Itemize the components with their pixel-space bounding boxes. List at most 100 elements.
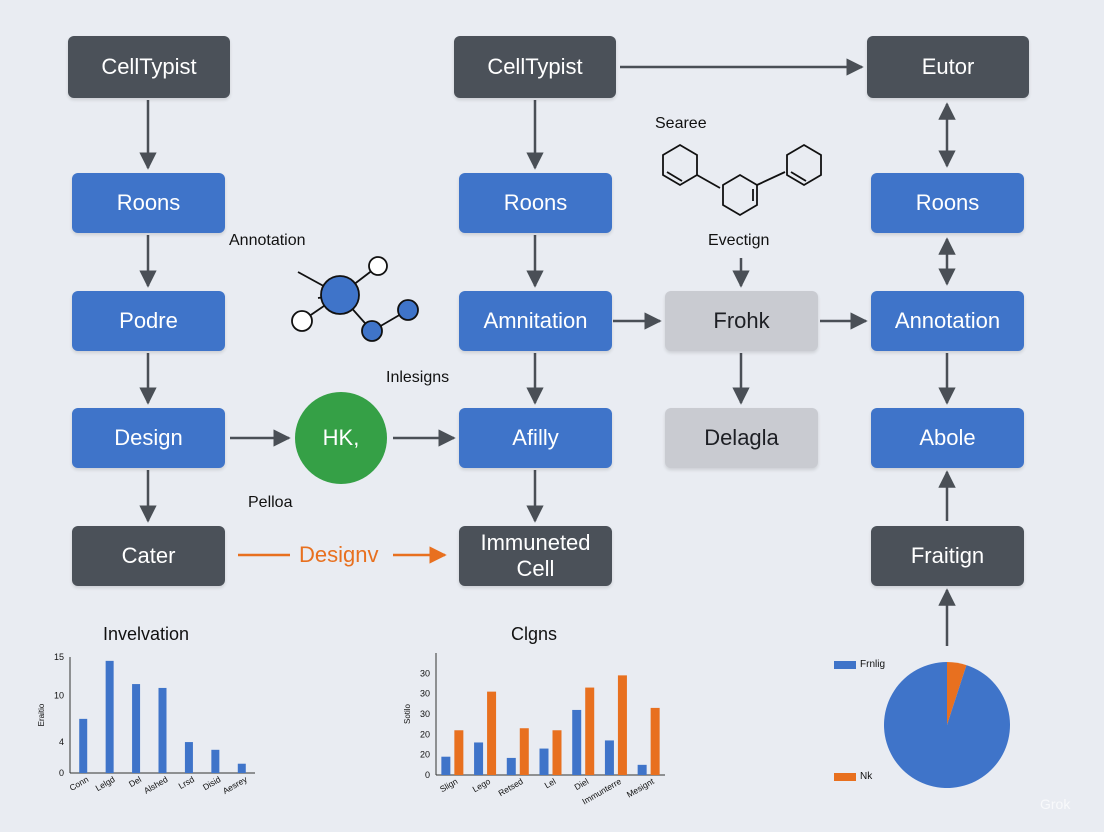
node-cater: Cater [72,526,225,586]
node-annotation-label: Annotation [894,307,1001,333]
chart-2-bar [617,675,627,775]
chart-1-bar [184,742,193,773]
chart-1-xtick: Aesrey [221,774,250,796]
chart-2-ytick: 30 [420,689,430,699]
chart-2-bar [552,730,562,775]
node-delagla: Delagla [665,408,818,468]
node-abole: Abole [871,408,1024,468]
chart-2-bar [604,740,614,775]
chart-2-bar [441,756,451,775]
node-roons-3: Roons [871,173,1024,233]
watermark: Grok [1040,796,1071,812]
node-abole-label: Abole [919,424,976,450]
chart-1-bar [105,660,114,773]
chart-2-ytick: 20 [420,750,430,760]
chart-1-ytick: 0 [59,768,64,778]
node-immuneted-cell-label: Immuneted Cell [480,529,591,581]
pie-slice-frnlig [884,662,1010,789]
node-podre: Podre [72,291,225,351]
pie-legend-label-nk: Nk [860,771,873,782]
label-pelloa: Pelloa [248,494,293,511]
chart-2-xtick: Diel [573,776,591,792]
node-design-label: Design [114,424,183,450]
node-fraitign: Fraitign [871,526,1024,586]
chart-2-ytick: 0 [425,770,430,780]
node-eutor-label: Eutor [921,53,975,79]
node-annotation: Annotation [871,291,1024,351]
chart-2-bar [519,728,529,775]
chart-1-xtick: Conn [68,774,91,793]
chart-2-xtick: Retsed [496,776,525,798]
chart-1-ytick: 4 [59,737,64,747]
chart-1-xtick: Disid [201,774,223,792]
chart-2-xtick: Mesignt [625,776,656,800]
chart-1-ytick: 15 [54,652,64,662]
node-roons-1-label: Roons [116,189,181,215]
chart-2-bar [454,730,464,775]
chart-1-xtick: Alshed [142,774,170,796]
chart-2-title: Clgns [511,624,558,644]
node-celltypist-1: CellTypist [68,36,230,98]
chart-2-ytick: 30 [420,668,430,678]
chart-1-bar [237,763,246,773]
node-design: Design [72,408,225,468]
chart-2-xtick: Lego [471,776,493,794]
chart-2-xtick: Lel [543,776,558,790]
node-celltypist-2: CellTypist [454,36,616,98]
chart-1-bar [158,687,167,773]
chart-2-ytick: 20 [420,729,430,739]
network-molecule-icon [291,256,419,342]
node-roons-3-label: Roons [915,189,980,215]
label-inlesigns: Inlesigns [386,369,450,386]
node-celltypist-2-label: CellTypist [487,53,583,79]
node-hk-circle: HK, [295,392,387,484]
pie-legend-swatch-nk [834,773,856,781]
label-annotation: Annotation [229,232,306,249]
chart-2-xtick: Slign [438,776,460,794]
chart-1-ylabel: Eraitio [37,703,46,726]
chart-1-ytick: 10 [54,691,64,701]
pie-slice-nk [947,662,967,725]
node-podre-label: Podre [119,307,178,333]
node-cater-label: Cater [121,542,176,568]
chart-1-bar [211,749,220,773]
chart-2-bar [506,757,516,775]
chart-2-ytick: 30 [420,709,430,719]
node-amnitation: Amnitation [459,291,612,351]
chart-1-bar [79,718,88,773]
chart-2-bar [487,691,497,775]
node-roons-2-label: Roons [503,189,568,215]
chemical-structure-icon [662,143,822,217]
chart-2-bar [637,764,647,775]
node-frohk: Frohk [665,291,818,351]
chart-2-bar [572,709,582,775]
chart-2-bar [539,748,549,775]
pie-legend-label-frnlig: Frnlig [860,659,886,670]
node-fraitign-label: Fraitign [910,542,985,568]
label-searee: Searee [655,115,707,132]
label-designv: Designv [299,542,379,567]
node-frohk-label: Frohk [713,307,770,333]
chart-1-title: Invelvation [103,624,190,644]
node-amnitation-label: Amnitation [483,307,588,333]
node-eutor: Eutor [867,36,1029,98]
node-afilly: Afilly [459,408,612,468]
chart-1-xtick: Lrsd [177,774,197,791]
chart-2-bar [474,742,484,775]
node-afilly-label: Afilly [512,424,559,450]
chart-2-bar [650,707,660,775]
chart-1-bar [132,684,141,773]
node-hk-label: HK, [322,425,360,450]
chart-2-bar [585,687,595,775]
node-roons-1: Roons [72,173,225,233]
chart-2-ylabel: Sotilo [403,703,412,724]
label-evectign: Evectign [708,232,770,249]
chart-1-xtick: Lelgd [94,774,117,793]
node-roons-2: Roons [459,173,612,233]
pie-legend-swatch-frnlig [834,661,856,669]
node-immuneted-cell: Immuneted Cell [459,526,612,586]
node-delagla-label: Delagla [704,424,779,450]
